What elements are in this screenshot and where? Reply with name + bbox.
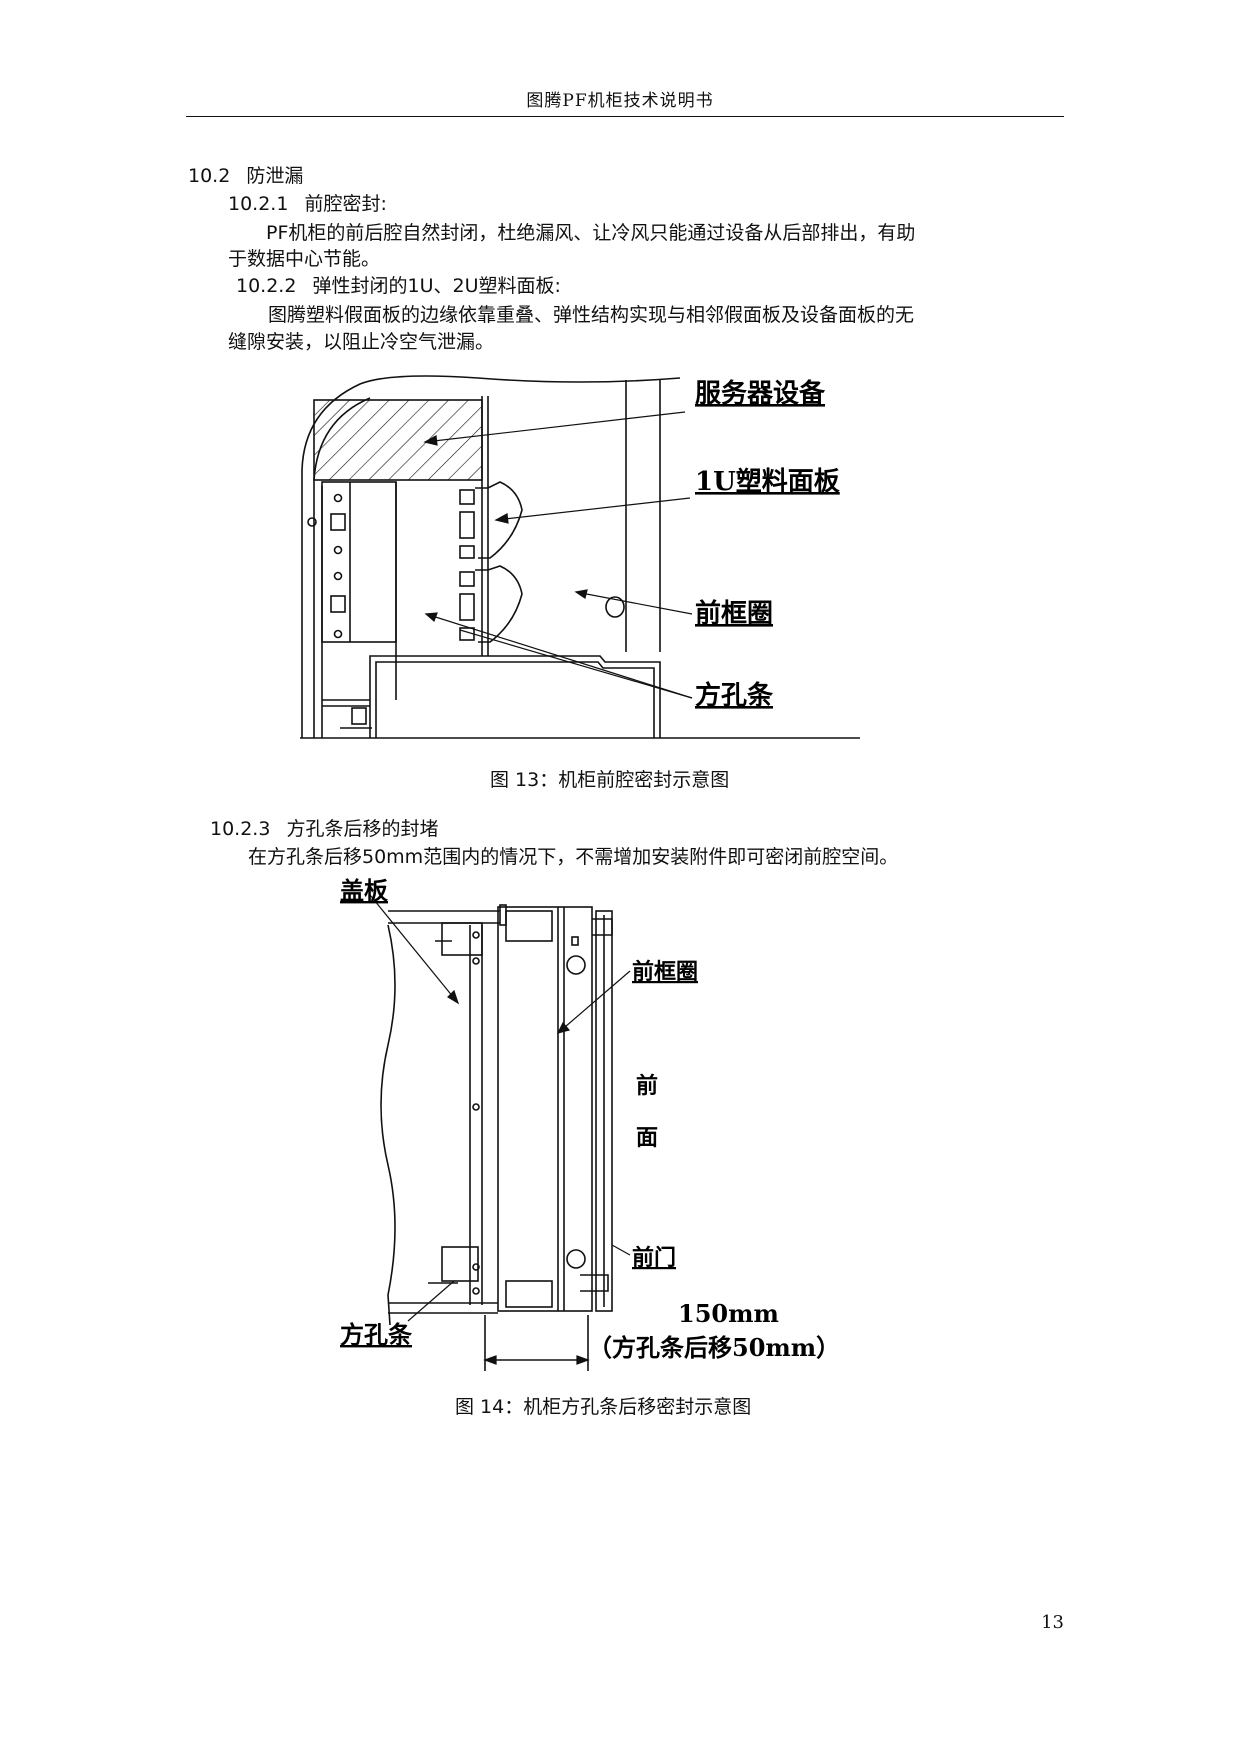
section-number: 10.2.1 [228, 193, 289, 215]
section-title: 防泄漏 [246, 165, 304, 187]
section-number: 10.2.2 [236, 275, 297, 297]
label-square-hole-strip: 方孔条 [695, 680, 774, 711]
figure-14-diagram: 盖板 前框圈 前 面 前门 方孔条 150mm （方孔条后移50mm） [340, 876, 840, 1371]
label-square-hole-strip: 方孔条 [340, 1320, 413, 1349]
section-title: 方孔条后移的封堵 [286, 818, 439, 840]
figure-13-caption: 图 13：机柜前腔密封示意图 [490, 769, 730, 791]
section-title: 弹性封闭的1U、2U塑料面板: [312, 275, 561, 297]
label-cover: 盖板 [340, 876, 389, 905]
section-number: 10.2.3 [210, 818, 271, 840]
section-title: 前腔密封: [304, 193, 387, 215]
label-server: 服务器设备 [695, 379, 826, 409]
section-10-2-3-heading: 10.2.3 方孔条后移的封堵 [210, 815, 439, 843]
paragraph-line: 于数据中心节能。 [228, 248, 381, 270]
section-10-2-1-heading: 10.2.1 前腔密封: [228, 190, 387, 218]
label-front-2: 面 [636, 1125, 658, 1151]
figure-14-caption: 图 14：机柜方孔条后移密封示意图 [455, 1396, 752, 1418]
section-number: 10.2 [188, 165, 231, 187]
page-header-title: 图腾PF机柜技术说明书 [526, 91, 714, 111]
label-front-door: 前门 [632, 1245, 676, 1271]
label-front-frame: 前框圈 [632, 959, 698, 985]
paragraph-line: 在方孔条后移50mm范围内的情况下，不需增加安装附件即可密闭前腔空间。 [248, 846, 899, 868]
page-number: 13 [1041, 1612, 1064, 1633]
paragraph-line: 缝隙安装，以阻止冷空气泄漏。 [228, 331, 495, 353]
label-front-1: 前 [636, 1073, 658, 1099]
paragraph-line: 图腾塑料假面板的边缘依靠重叠、弹性结构实现与相邻假面板及设备面板的无 [268, 304, 915, 326]
figure-13-diagram: 服务器设备 1U塑料面板 前框圈 方孔条 [300, 375, 860, 739]
label-dimension: 150mm [678, 1299, 779, 1328]
header-rule [186, 116, 1064, 117]
paragraph-line: PF机柜的前后腔自然封闭，杜绝漏风、让冷风只能通过设备从后部排出，有助 [266, 222, 916, 244]
section-10-2-heading: 10.2 防泄漏 [188, 162, 303, 190]
section-10-2-2-heading: 10.2.2 弹性封闭的1U、2U塑料面板: [236, 272, 561, 300]
label-front-frame: 前框圈 [695, 598, 773, 629]
label-1u-panel: 1U塑料面板 [695, 467, 840, 497]
label-dimension-note: （方孔条后移50mm） [588, 1333, 840, 1362]
